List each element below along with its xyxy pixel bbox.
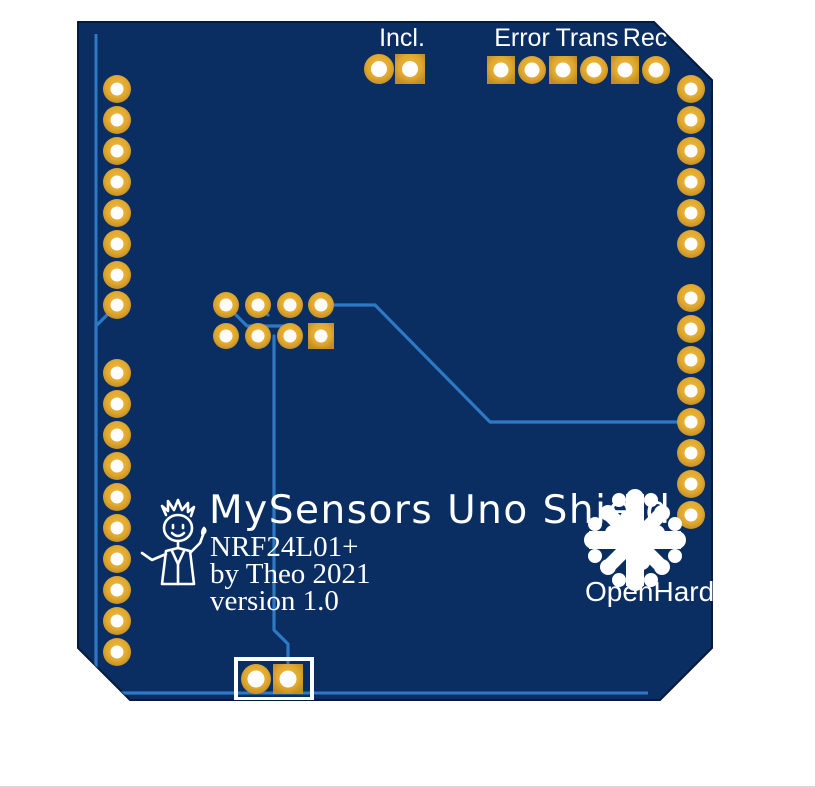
status-header[interactable]	[487, 56, 670, 84]
pad-round[interactable]	[677, 284, 705, 312]
pad-round[interactable]	[677, 470, 705, 498]
pad-round[interactable]	[518, 56, 546, 84]
pad-square[interactable]	[395, 54, 425, 84]
pad-round[interactable]	[103, 607, 131, 635]
board-version-line: version 1.0	[210, 585, 339, 617]
pad-square[interactable]	[611, 56, 639, 84]
pad-round[interactable]	[677, 137, 705, 165]
right-header-top[interactable]	[677, 75, 705, 258]
pad-round[interactable]	[103, 137, 131, 165]
pad-round[interactable]	[245, 292, 271, 318]
pad-round[interactable]	[677, 106, 705, 134]
page-bottom-divider	[0, 786, 815, 788]
pad-round[interactable]	[642, 56, 670, 84]
left-header-top[interactable]	[103, 75, 131, 319]
pad-round[interactable]	[103, 576, 131, 604]
label-incl: Incl.	[379, 24, 425, 52]
pad-round[interactable]	[103, 483, 131, 511]
pad-round[interactable]	[103, 75, 131, 103]
pad-round[interactable]	[103, 261, 131, 289]
pad-round[interactable]	[677, 408, 705, 436]
pad-round[interactable]	[103, 545, 131, 573]
pad-round[interactable]	[103, 199, 131, 227]
board-subtitle-part: NRF24L01+	[210, 531, 358, 563]
pad-round[interactable]	[364, 54, 394, 84]
pad-square[interactable]	[487, 56, 515, 84]
pad-round[interactable]	[103, 230, 131, 258]
pad-round[interactable]	[245, 323, 271, 349]
pad-round[interactable]	[677, 346, 705, 374]
pad-round[interactable]	[677, 230, 705, 258]
label-trans: Trans	[556, 24, 619, 52]
openhardware-logo-icon	[584, 489, 686, 591]
solder-mask-fill	[78, 22, 712, 700]
pad-round[interactable]	[677, 75, 705, 103]
pad-round[interactable]	[103, 452, 131, 480]
label-interrupts: Interrupts	[217, 702, 331, 732]
label-openhardware: OpenHardware	[585, 576, 775, 607]
pad-round[interactable]	[308, 292, 334, 318]
pad-round[interactable]	[103, 106, 131, 134]
interrupts-connector[interactable]	[234, 657, 314, 700]
pad-round[interactable]	[277, 323, 303, 349]
board-edge-outline	[77, 21, 713, 701]
board-substrate	[77, 21, 713, 701]
trace-interrupt-pad-b	[272, 334, 290, 681]
pad-round[interactable]	[277, 292, 303, 318]
label-error: Error	[494, 24, 550, 52]
board-title: MySensors Uno Shield	[209, 488, 672, 533]
pad-round[interactable]	[677, 199, 705, 227]
pad-round[interactable]	[103, 421, 131, 449]
pad-round[interactable]	[677, 377, 705, 405]
nrf-header[interactable]	[213, 292, 334, 349]
pad-round[interactable]	[103, 359, 131, 387]
right-header-bottom[interactable]	[677, 284, 705, 529]
incl-header[interactable]	[364, 54, 425, 84]
pad-round[interactable]	[580, 56, 608, 84]
pad-round[interactable]	[103, 390, 131, 418]
pad-round[interactable]	[213, 323, 239, 349]
pad-round[interactable]	[103, 514, 131, 542]
pad-round[interactable]	[677, 168, 705, 196]
pad-round[interactable]	[103, 168, 131, 196]
pad-round[interactable]	[213, 292, 239, 318]
pad-round[interactable]	[677, 315, 705, 343]
label-rec: Rec	[623, 24, 667, 52]
pad-square[interactable]	[308, 323, 334, 349]
board-author-line: by Theo 2021	[210, 558, 371, 590]
pad-square[interactable]	[273, 664, 303, 694]
mascot-scientist-icon	[140, 498, 207, 586]
left-header-bottom[interactable]	[103, 359, 131, 666]
pad-round[interactable]	[677, 501, 705, 529]
pad-round[interactable]	[103, 638, 131, 666]
trace-nrf-to-right-header	[319, 303, 694, 424]
pad-round[interactable]	[103, 291, 131, 319]
pad-round[interactable]	[677, 439, 705, 467]
silkscreen-text-layer: Incl. Error Trans Rec MySensors Uno Shie…	[209, 24, 775, 732]
interrupts-silkscreen-outline	[234, 657, 314, 700]
pad-square[interactable]	[549, 56, 577, 84]
pad-round[interactable]	[241, 664, 271, 694]
